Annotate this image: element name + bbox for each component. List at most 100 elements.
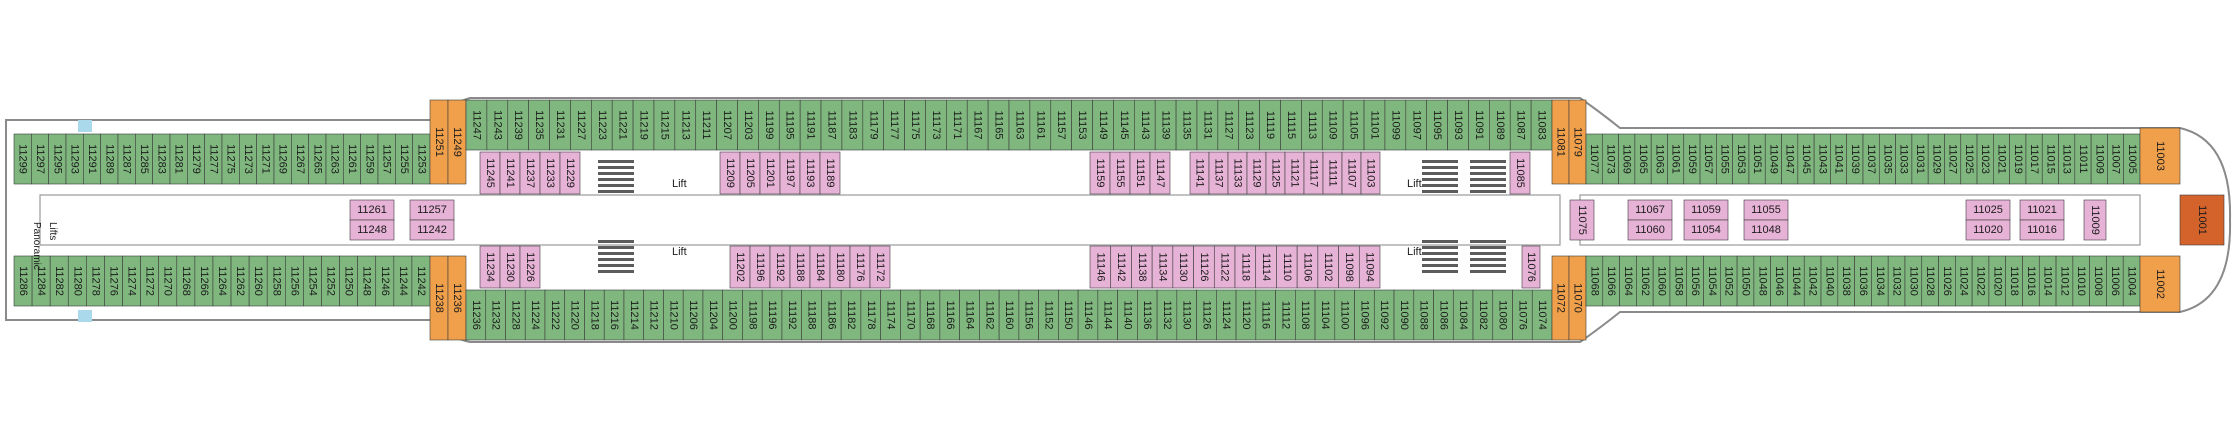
cabin-11183[interactable]: 11183 bbox=[841, 99, 864, 151]
cabin-11050[interactable]: 11050 bbox=[1736, 255, 1755, 307]
cabin-11051[interactable]: 11051 bbox=[1748, 133, 1766, 185]
cabin-11249[interactable]: 11249 bbox=[447, 99, 467, 185]
cabin-11105[interactable]: 11105 bbox=[1342, 99, 1365, 151]
cabin-11265[interactable]: 11265 bbox=[308, 133, 327, 185]
cabin-11101[interactable]: 11101 bbox=[1363, 99, 1386, 151]
cabin-11031[interactable]: 11031 bbox=[1911, 133, 1929, 185]
cabin-11195[interactable]: 11195 bbox=[778, 99, 801, 151]
cabin-11070[interactable]: 11070 bbox=[1568, 255, 1587, 341]
cabin-11258[interactable]: 11258 bbox=[266, 255, 286, 307]
cabin-11293[interactable]: 11293 bbox=[65, 133, 84, 185]
cabin-11065[interactable]: 11065 bbox=[1634, 133, 1652, 185]
cabin-11196[interactable]: 11196 bbox=[749, 245, 771, 289]
cabin-11272[interactable]: 11272 bbox=[140, 255, 159, 307]
cabin-11084[interactable]: 11084 bbox=[1452, 289, 1474, 341]
cabin-11236[interactable]: 11236 bbox=[465, 289, 487, 341]
cabin-11200[interactable]: 11200 bbox=[722, 289, 743, 341]
cabin-11008[interactable]: 11008 bbox=[2089, 255, 2107, 307]
cabin-11159[interactable]: 11159 bbox=[1089, 151, 1111, 195]
cabin-11189[interactable]: 11189 bbox=[819, 151, 841, 195]
cabin-11024[interactable]: 11024 bbox=[1955, 255, 1973, 307]
cabin-11263[interactable]: 11263 bbox=[325, 133, 344, 185]
cabin-11118[interactable]: 11118 bbox=[1234, 245, 1257, 289]
cabin-11123[interactable]: 11123 bbox=[1238, 99, 1260, 151]
cabin-11026[interactable]: 11026 bbox=[1938, 255, 1956, 307]
cabin-11186[interactable]: 11186 bbox=[821, 289, 842, 341]
cabin-11096[interactable]: 11096 bbox=[1354, 289, 1375, 341]
cabin-11274[interactable]: 11274 bbox=[122, 255, 141, 307]
cabin-11162[interactable]: 11162 bbox=[979, 289, 1000, 341]
cabin-11095[interactable]: 11095 bbox=[1426, 99, 1448, 151]
cabin-11193[interactable]: 11193 bbox=[799, 151, 821, 195]
cabin-11027[interactable]: 11027 bbox=[1944, 133, 1962, 185]
cabin-11062[interactable]: 11062 bbox=[1636, 255, 1654, 307]
cabin-11138[interactable]: 11138 bbox=[1131, 245, 1153, 289]
cabin-11153[interactable]: 11153 bbox=[1071, 99, 1093, 151]
cabin-11233[interactable]: 11233 bbox=[539, 151, 561, 195]
cabin-11291[interactable]: 11291 bbox=[83, 133, 101, 185]
cabin-11125[interactable]: 11125 bbox=[1265, 151, 1286, 195]
cabin-11157[interactable]: 11157 bbox=[1050, 99, 1072, 151]
cabin-11023[interactable]: 11023 bbox=[1976, 133, 1994, 185]
cabin-11089[interactable]: 11089 bbox=[1489, 99, 1511, 151]
cabin-11054[interactable]: 11054 bbox=[1683, 219, 1729, 241]
cabin-11013[interactable]: 11013 bbox=[2058, 133, 2076, 185]
cabin-11269[interactable]: 11269 bbox=[273, 133, 292, 185]
cabin-11160[interactable]: 11160 bbox=[998, 289, 1020, 341]
cabin-11234[interactable]: 11234 bbox=[479, 245, 501, 289]
cabin-11149[interactable]: 11149 bbox=[1092, 99, 1114, 151]
cabin-11205[interactable]: 11205 bbox=[739, 151, 761, 195]
cabin-11204[interactable]: 11204 bbox=[702, 289, 723, 341]
cabin-11212[interactable]: 11212 bbox=[643, 289, 664, 341]
cabin-11256[interactable]: 11256 bbox=[285, 255, 304, 307]
cabin-11175[interactable]: 11175 bbox=[904, 99, 926, 151]
cabin-11146[interactable]: 11146 bbox=[1077, 289, 1099, 341]
cabin-11060[interactable]: 11060 bbox=[1652, 255, 1671, 307]
cabin-11035[interactable]: 11035 bbox=[1878, 133, 1896, 185]
cabin-11045[interactable]: 11045 bbox=[1797, 133, 1815, 185]
cabin-11109[interactable]: 11109 bbox=[1321, 99, 1344, 151]
cabin-11093[interactable]: 11093 bbox=[1447, 99, 1469, 151]
cabin-11246[interactable]: 11246 bbox=[375, 255, 395, 307]
cabin-11171[interactable]: 11171 bbox=[946, 99, 968, 151]
cabin-11006[interactable]: 11006 bbox=[2106, 255, 2124, 307]
cabin-11001[interactable]: 11001 bbox=[2179, 194, 2225, 246]
cabin-11076[interactable]: 11076 bbox=[1512, 289, 1533, 341]
cabin-11261[interactable]: 11261 bbox=[343, 133, 361, 185]
cabin-11289[interactable]: 11289 bbox=[100, 133, 119, 185]
cabin-11090[interactable]: 11090 bbox=[1393, 289, 1415, 341]
cabin-11019[interactable]: 11019 bbox=[2009, 133, 2027, 185]
cabin-11161[interactable]: 11161 bbox=[1029, 99, 1052, 151]
cabin-11136[interactable]: 11136 bbox=[1137, 289, 1158, 341]
cabin-11028[interactable]: 11028 bbox=[1921, 255, 1939, 307]
cabin-11203[interactable]: 11203 bbox=[737, 99, 759, 151]
cabin-11040[interactable]: 11040 bbox=[1820, 255, 1839, 307]
cabin-11143[interactable]: 11143 bbox=[1134, 99, 1156, 151]
cabin-11192[interactable]: 11192 bbox=[769, 245, 791, 289]
cabin-11053[interactable]: 11053 bbox=[1732, 133, 1750, 185]
cabin-11083[interactable]: 11083 bbox=[1530, 99, 1553, 151]
cabin-11009[interactable]: 11009 bbox=[2083, 199, 2107, 241]
cabin-11235[interactable]: 11235 bbox=[528, 99, 550, 151]
cabin-11182[interactable]: 11182 bbox=[840, 289, 862, 341]
cabin-11075[interactable]: 11075 bbox=[1569, 199, 1595, 241]
cabin-11198[interactable]: 11198 bbox=[742, 289, 763, 341]
cabin-11245[interactable]: 11245 bbox=[479, 151, 501, 195]
cabin-11152[interactable]: 11152 bbox=[1038, 289, 1059, 341]
cabin-11049[interactable]: 11049 bbox=[1764, 133, 1782, 185]
cabin-11277[interactable]: 11277 bbox=[204, 133, 223, 185]
cabin-11005[interactable]: 11005 bbox=[2123, 133, 2141, 185]
cabin-11165[interactable]: 11165 bbox=[987, 99, 1010, 151]
cabin-11119[interactable]: 11119 bbox=[1259, 99, 1281, 151]
cabin-11173[interactable]: 11173 bbox=[925, 99, 947, 151]
cabin-11077[interactable]: 11077 bbox=[1585, 133, 1603, 185]
cabin-11020[interactable]: 11020 bbox=[1988, 255, 2006, 307]
cabin-11122[interactable]: 11122 bbox=[1213, 245, 1236, 289]
cabin-11267[interactable]: 11267 bbox=[291, 133, 309, 185]
cabin-11168[interactable]: 11168 bbox=[919, 289, 941, 341]
cabin-11191[interactable]: 11191 bbox=[799, 99, 822, 151]
cabin-11177[interactable]: 11177 bbox=[883, 99, 905, 151]
cabin-11250[interactable]: 11250 bbox=[339, 255, 358, 307]
cabin-11150[interactable]: 11150 bbox=[1058, 289, 1079, 341]
cabin-11064[interactable]: 11064 bbox=[1619, 255, 1637, 307]
